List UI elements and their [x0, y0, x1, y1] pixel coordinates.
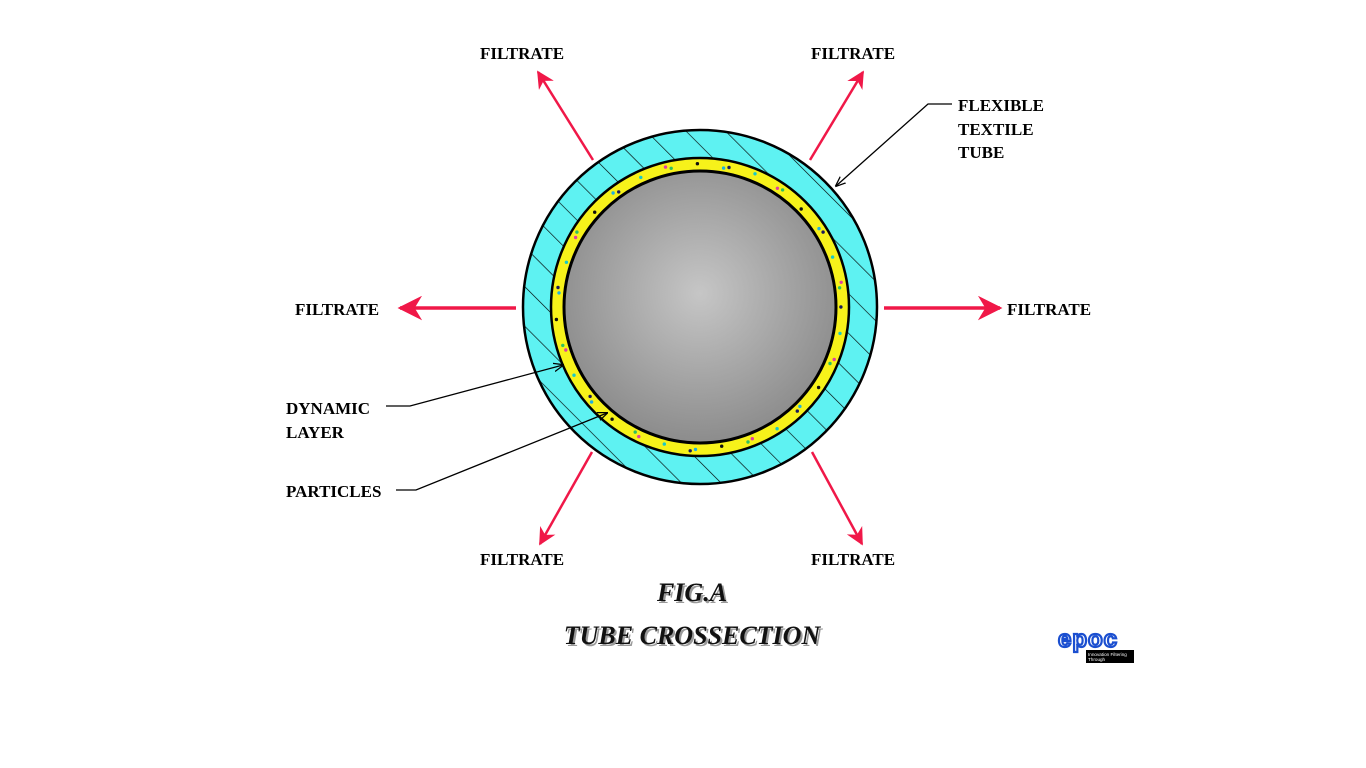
filtrate-label-left: FILTRATE [295, 300, 379, 319]
particle-dot [633, 430, 637, 434]
particle-dot [556, 285, 560, 290]
figure-number: FIG.A [656, 578, 727, 607]
particle-dot [575, 230, 579, 234]
filtrate-label-top-left: FILTRATE [480, 44, 564, 63]
epoc-logo: epoc Innovation Filtering Through [1057, 625, 1134, 663]
figure-title: TUBE CROSSECTION [564, 621, 822, 650]
particle-dot [662, 442, 666, 446]
particle-dot [821, 230, 825, 234]
filtrate-label-right: FILTRATE [1007, 300, 1091, 319]
figure-number-shadow: FIG.A [658, 580, 729, 609]
epoc-logo-tagline-line-2: Through [1088, 657, 1106, 662]
particle-dot [795, 409, 799, 413]
particle-dot [753, 172, 757, 176]
particle-dot [828, 361, 832, 366]
figure-title-shadow: TUBE CROSSECTION [566, 623, 824, 652]
particle-dot [669, 166, 673, 170]
flexible-textile-tube-line-1: FLEXIBLE [958, 96, 1044, 115]
particle-dot [775, 427, 779, 431]
particle-dot [837, 286, 842, 290]
leader-lines [386, 103, 952, 491]
filtrate-arrows [397, 70, 1003, 546]
epoc-logo-tagline: Innovation Filtering Through [1088, 652, 1128, 662]
particle-dot [610, 417, 614, 421]
flexible-textile-tube-line-2: TEXTILE [958, 120, 1034, 139]
filtrate-label-bottom-right: FILTRATE [811, 550, 895, 569]
particle-dot [688, 449, 692, 453]
particle-dot [720, 444, 724, 448]
particles-dots [554, 162, 843, 453]
particle-dot [832, 357, 836, 362]
tube-core [562, 169, 838, 445]
filtrate-label-bottom-left: FILTRATE [480, 550, 564, 569]
particle-dot [695, 162, 700, 166]
particle-dot [817, 226, 821, 231]
particle-dot [830, 255, 835, 259]
dynamic-layer-line-2: LAYER [286, 423, 345, 442]
particles-label: PARTICLES [286, 482, 381, 501]
epoc-logo-tagline-line-1: Innovation Filtering [1088, 652, 1127, 657]
leader-particles [396, 413, 607, 491]
particle-dot [663, 165, 668, 169]
particle-dot [611, 191, 615, 195]
particle-dot [746, 440, 750, 444]
particle-dot [721, 166, 726, 170]
filtrate-arrow-bottom-left [538, 451, 594, 546]
particle-dot [839, 305, 843, 309]
particle-dot [775, 186, 780, 190]
dynamic-layer-line-1: DYNAMIC [286, 399, 370, 418]
epoc-logo-tagline-box [1086, 650, 1134, 663]
particle-dot [564, 348, 568, 352]
filtrate-arrow-top-left [536, 70, 595, 161]
filtrate-label-top-right: FILTRATE [811, 44, 895, 63]
particle-dot [799, 207, 803, 211]
filtrate-arrow-top-right [808, 70, 865, 161]
epoc-logo-word: epoc [1058, 626, 1118, 653]
particle-dot [798, 404, 802, 409]
particle-dot [572, 373, 576, 377]
particle-dot [750, 437, 754, 441]
particle-dot [816, 385, 821, 390]
particle-dot [637, 434, 641, 439]
dynamic-layer-label: DYNAMIC LAYER [286, 399, 374, 442]
particle-dot [727, 165, 731, 170]
particle-dot [617, 190, 621, 194]
particle-dot [780, 188, 785, 192]
particle-dot [593, 210, 597, 214]
particle-dot [838, 331, 842, 336]
particle-dot [564, 260, 569, 264]
particle-dot [588, 394, 592, 399]
particle-dot [693, 447, 698, 452]
filtrate-arrow-bottom-right [810, 451, 864, 546]
particle-dot [554, 317, 559, 322]
particle-dot [573, 235, 578, 240]
particle-dot [639, 175, 643, 180]
flexible-textile-tube-label: FLEXIBLE TEXTILE TUBE [958, 96, 1048, 162]
tube-cross-section [521, 128, 879, 486]
leader-flexible-textile-tube [836, 103, 952, 186]
particle-dot [839, 280, 843, 284]
leader-dynamic-layer [386, 365, 563, 407]
particle-dot [589, 400, 594, 404]
particle-dot [561, 343, 565, 348]
particle-dot [557, 291, 561, 295]
flexible-textile-tube-line-3: TUBE [958, 143, 1004, 162]
